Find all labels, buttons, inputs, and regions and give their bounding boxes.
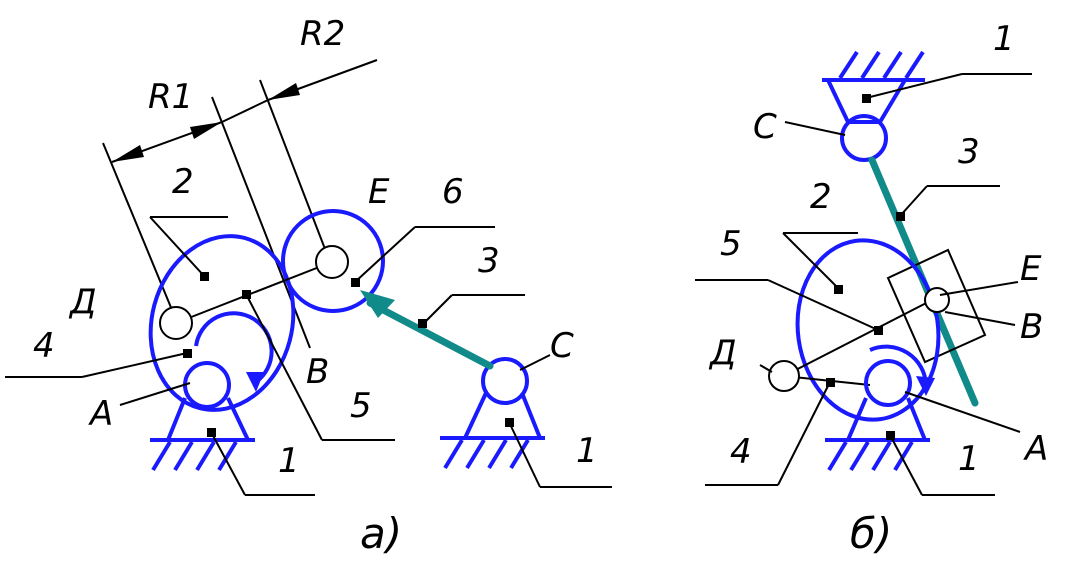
leader (904, 391, 1021, 433)
leader (81, 352, 188, 378)
leader (939, 281, 1019, 296)
joint-c (481, 357, 529, 405)
label-3: 3 (478, 241, 500, 281)
support-c (461, 392, 543, 440)
diagram-a: R1 R2 2 E 6 3 Д 4 A B 5 C 1 1 a) (5, 14, 612, 558)
joint-a-b (864, 359, 912, 407)
joint-a (183, 361, 231, 409)
label-1-right: 1 (576, 431, 598, 471)
rotation-arrow-head-b (916, 376, 935, 396)
leader (149, 216, 206, 278)
label-d: Д (68, 282, 97, 322)
leader (889, 434, 923, 496)
gear-2-b (795, 238, 941, 422)
rod-3-fork (360, 290, 395, 318)
rotation-arrow (194, 311, 274, 384)
leader (119, 382, 191, 406)
dim-arrow (112, 145, 144, 162)
label-4-b: 4 (730, 432, 752, 472)
leader (210, 431, 246, 496)
label-e: E (368, 172, 390, 212)
caption-b: б) (850, 509, 892, 558)
label-e-b: E (1020, 249, 1042, 289)
leader (422, 294, 453, 325)
joint-c-b (840, 114, 888, 162)
leader (759, 364, 773, 373)
leader (784, 121, 846, 136)
slider-block (886, 248, 987, 364)
marker (183, 349, 192, 358)
label-1-left: 1 (278, 441, 300, 481)
joint-d (159, 306, 193, 340)
label-2: 2 (172, 162, 194, 202)
label-c: C (550, 326, 574, 366)
gear-2 (148, 234, 296, 412)
label-5: 5 (350, 386, 372, 426)
marker (874, 326, 883, 335)
label-1-b: 1 (993, 19, 1015, 59)
joint-e-b (924, 287, 950, 313)
leader (865, 73, 963, 99)
link-5 (175, 261, 333, 324)
leader (519, 354, 551, 371)
rod-3 (366, 299, 494, 370)
ground-hatch-c (443, 438, 530, 470)
label-1-bottom-b: 1 (958, 439, 980, 479)
leader (245, 293, 323, 441)
label-4: 4 (33, 326, 55, 366)
marker (834, 285, 843, 294)
marker (896, 212, 905, 221)
link-5-b (783, 297, 937, 377)
label-d-b: Д (708, 333, 737, 373)
gear-6 (281, 209, 385, 313)
rotation-arrow-b (869, 344, 928, 386)
label-6: 6 (442, 172, 464, 212)
ground-hatch-top (838, 50, 925, 80)
ground-hatch-b (827, 440, 914, 472)
dim-extension-1 (102, 142, 178, 323)
leader (782, 232, 839, 289)
label-a: A (88, 394, 113, 434)
dim-extension-3 (259, 79, 331, 263)
rotation-arrow-head (246, 372, 264, 392)
label-a-b: A (1023, 429, 1048, 469)
dim-line-join (221, 99, 269, 123)
dim-arrow (190, 122, 222, 139)
marker (418, 319, 427, 328)
leader (354, 226, 416, 283)
label-3-b: 3 (958, 132, 980, 172)
leader (777, 381, 831, 486)
label-b: B (306, 352, 329, 392)
label-c-b: C (753, 107, 777, 147)
ground-hatch-a (151, 440, 238, 472)
label-b-b: B (1020, 307, 1043, 347)
leader (767, 279, 879, 331)
dim-arrow (268, 83, 300, 100)
leader (508, 421, 541, 488)
marker (200, 272, 209, 281)
label-r2: R2 (300, 14, 345, 54)
caption-a: a) (360, 509, 402, 558)
leader (899, 185, 928, 217)
support-top (826, 78, 907, 124)
marker (351, 278, 360, 287)
joint-d-b (768, 360, 800, 392)
label-5-b: 5 (720, 224, 742, 264)
label-r1: R1 (148, 77, 193, 117)
leader (944, 311, 1016, 326)
diagram-b: 1 C 3 2 5 E B Д 4 1 A б) (695, 19, 1048, 558)
joint-e (315, 245, 349, 279)
label-2-b: 2 (810, 177, 832, 217)
